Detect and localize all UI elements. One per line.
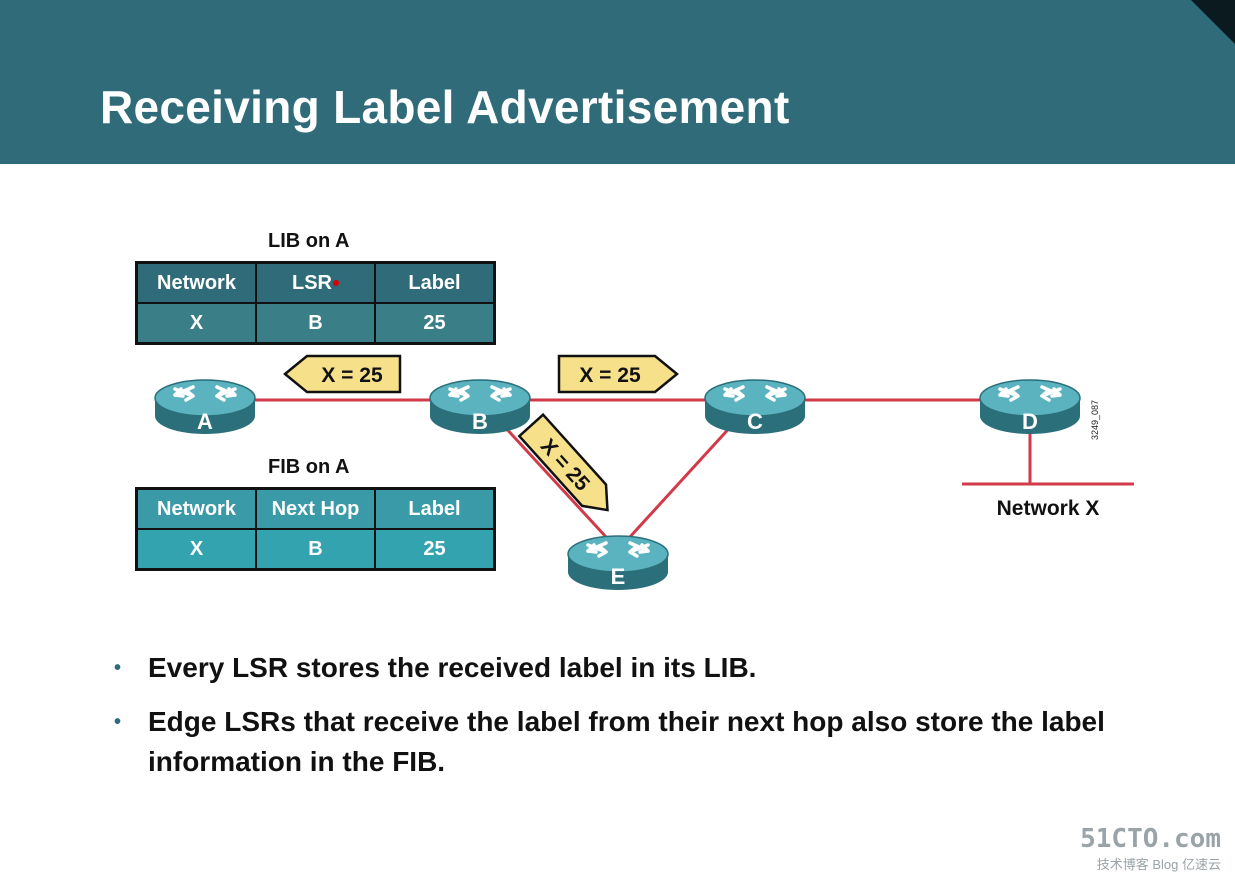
fib-cell-next-hop: B — [255, 528, 376, 571]
lib-table: Network LSR Label X B 25 — [135, 261, 496, 345]
fib-data-row: X B 25 — [135, 528, 496, 571]
watermark-sub-text: 技术博客 Blog — [1096, 857, 1179, 872]
fib-caption: FIB on A — [268, 456, 350, 478]
network-x-label: Network X — [997, 497, 1100, 520]
router-e-label: E — [611, 564, 626, 589]
router-a: A — [153, 378, 257, 436]
fib-cell-network: X — [135, 528, 257, 571]
header-corner-decoration — [1191, 0, 1235, 44]
lib-header-lsr: LSR — [255, 261, 376, 304]
lib-header-row: Network LSR Label — [135, 261, 496, 304]
arrow-diagonal-icon — [517, 412, 609, 512]
router-b-label: B — [472, 409, 488, 434]
watermark-brand: 51CTO.com — [1080, 824, 1221, 854]
watermark-sub: 技术博客 Blog 亿速云 — [1080, 854, 1221, 873]
slide-header: Receiving Label Advertisement — [0, 0, 1235, 164]
lib-header-label: Label — [374, 261, 496, 304]
router-b: B — [428, 378, 532, 436]
figure-id: 3249_087 — [1090, 400, 1100, 440]
watermark-site: 亿速云 — [1181, 857, 1221, 872]
advert-b-to-e: X = 25 — [517, 412, 609, 512]
lib-cell-label: 25 — [374, 302, 496, 345]
fib-table: Network Next Hop Label X B 25 — [135, 487, 496, 571]
router-c-label: C — [747, 409, 763, 434]
bullet-item: • Every LSR stores the received label in … — [110, 648, 1110, 688]
bullet-item: • Edge LSRs that receive the label from t… — [110, 702, 1110, 782]
router-d: D — [978, 378, 1082, 436]
fib-header-network: Network — [135, 487, 257, 530]
advert-b-to-a: X = 25 — [283, 354, 402, 394]
arrow-right-icon — [557, 354, 679, 394]
bullet-dot-icon: • — [114, 711, 122, 733]
lib-caption: LIB on A — [268, 230, 350, 252]
advert-b-to-a-text: X = 25 — [321, 364, 383, 387]
fib-header-next-hop: Next Hop — [255, 487, 376, 530]
arrow-left-icon — [283, 354, 402, 394]
lib-header-network: Network — [135, 261, 257, 304]
lib-cell-lsr: B — [255, 302, 376, 345]
bullet-dot-icon: • — [114, 657, 122, 679]
fib-header-row: Network Next Hop Label — [135, 487, 496, 530]
lib-header-lsr-text: LSR — [292, 271, 332, 294]
router-a-label: A — [197, 409, 213, 434]
lib-data-row: X B 25 — [135, 302, 496, 345]
cursor-dot-icon — [333, 280, 339, 287]
watermark: 51CTO.com 技术博客 Blog 亿速云 — [1080, 824, 1221, 873]
router-e: E — [566, 534, 670, 592]
advert-b-to-c: X = 25 — [557, 354, 679, 394]
router-c: C — [703, 378, 807, 436]
fib-cell-label: 25 — [374, 528, 496, 571]
router-d-label: D — [1022, 409, 1038, 434]
fib-header-label: Label — [374, 487, 496, 530]
bullet-list: • Every LSR stores the received label in … — [110, 648, 1110, 796]
bullet-text: Edge LSRs that receive the label from th… — [148, 706, 1105, 777]
lib-cell-network: X — [135, 302, 257, 345]
bullet-text: Every LSR stores the received label in i… — [148, 652, 757, 683]
advert-b-to-c-text: X = 25 — [579, 364, 641, 387]
slide-title: Receiving Label Advertisement — [100, 81, 790, 133]
